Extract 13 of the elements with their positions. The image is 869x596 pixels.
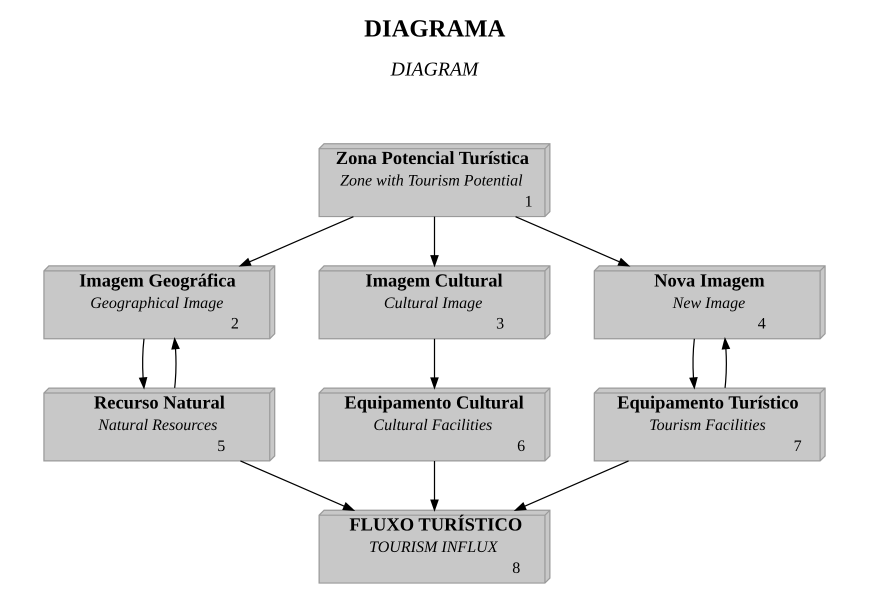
arrow [515, 216, 630, 267]
arrow [238, 216, 354, 267]
arrow [514, 460, 629, 511]
diagram-title: DIAGRAMA [364, 15, 506, 42]
arrow [430, 216, 439, 268]
arrow [138, 338, 148, 390]
arrow [171, 336, 180, 388]
arrow [689, 338, 698, 390]
arrow [430, 461, 439, 512]
arrow [722, 336, 730, 388]
arrow [240, 460, 356, 511]
label: DIAGRAM [390, 58, 478, 81]
arrow [430, 338, 439, 390]
